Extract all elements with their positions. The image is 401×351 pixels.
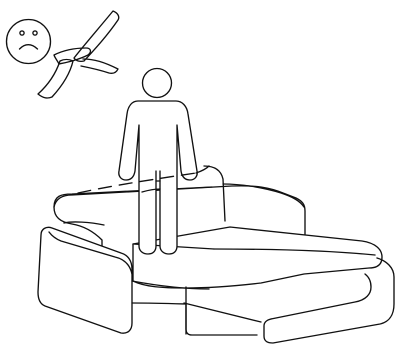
- warning-mark: [7, 11, 119, 98]
- sad-face-icon: [7, 20, 51, 64]
- cross-mark-icon: [38, 11, 119, 98]
- sofa-bed: [38, 166, 394, 343]
